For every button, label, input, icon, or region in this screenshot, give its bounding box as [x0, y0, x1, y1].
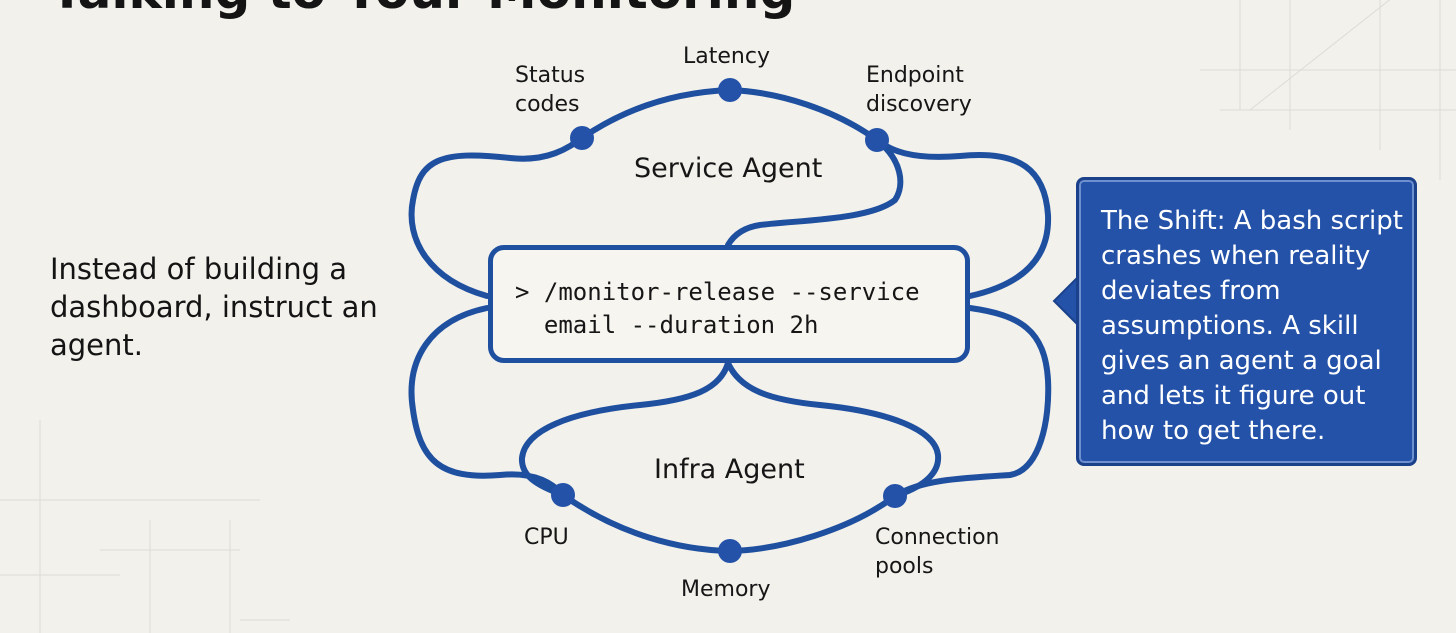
- infra-connector-line: [519, 360, 731, 498]
- status-codes-node: [570, 126, 594, 150]
- cpu-label: CPU: [524, 525, 569, 550]
- intro-text: Instead of building a dashboard, instruc…: [50, 252, 378, 362]
- command-box: > /monitor-release --service email --dur…: [488, 245, 970, 363]
- memory-label: Memory: [681, 577, 771, 602]
- latency-node: [718, 78, 742, 102]
- connection-pools-node: [883, 484, 907, 508]
- memory-node: [718, 539, 742, 563]
- slide-title: Talking to Your Monitoring: [50, 0, 795, 16]
- connection-pools-label: Connection pools: [875, 525, 1000, 579]
- service-agent-label: Service Agent: [634, 153, 823, 184]
- status-codes-label: Status codes: [515, 63, 586, 117]
- monitor-release-command: > /monitor-release --service email --dur…: [515, 278, 920, 339]
- infra-connector-line-right: [725, 360, 942, 499]
- callout-text: The Shift: A bash script crashes when re…: [1101, 206, 1403, 446]
- shift-callout: The Shift: A bash script crashes when re…: [1076, 177, 1417, 466]
- endpoint-discovery-label: Endpoint discovery: [866, 63, 972, 117]
- latency-label: Latency: [683, 44, 770, 69]
- service-connector-line: [725, 137, 904, 248]
- cpu-node: [551, 483, 575, 507]
- endpoint-discovery-node: [865, 128, 889, 152]
- infra-agent-label: Infra Agent: [654, 454, 805, 485]
